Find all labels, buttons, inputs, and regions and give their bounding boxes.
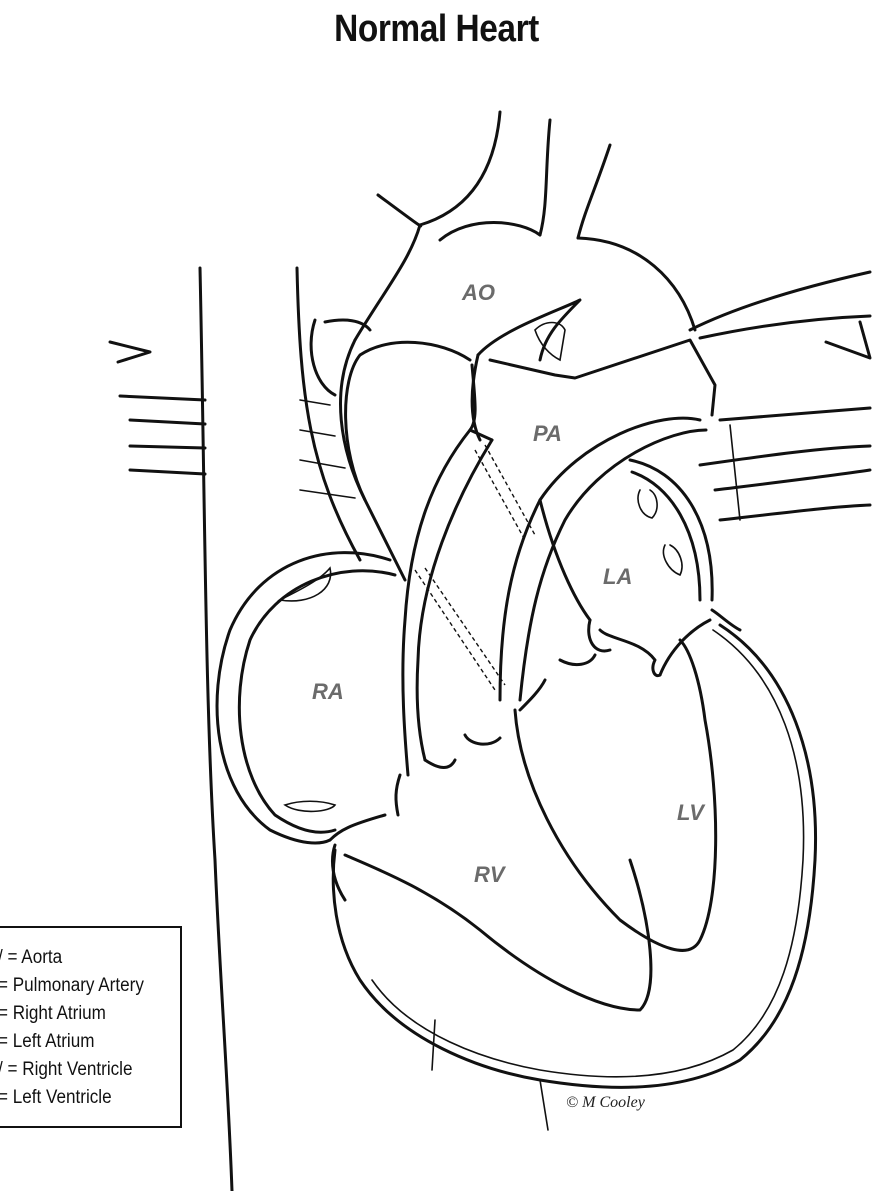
label-ao: AO (461, 280, 495, 305)
right-atrium (215, 551, 397, 845)
legend-item-left-atrium: = Left Atrium (0, 1031, 95, 1052)
label-lv: LV (677, 800, 706, 825)
right-vessels (688, 270, 872, 522)
legend-item-aorta: / = Aorta (0, 947, 63, 968)
credit-text: © M Cooley (566, 1094, 645, 1111)
legend-item-pulmonary-artery: = Pulmonary Artery (0, 975, 144, 996)
ventricles (331, 623, 818, 1131)
pulmonary-artery (470, 298, 717, 442)
mitral-valve (518, 608, 742, 712)
left-vessels (108, 340, 356, 499)
legend-item-left-ventricle: = Left Ventricle (0, 1087, 112, 1108)
label-ra: RA (312, 679, 344, 704)
label-rv: RV (474, 862, 507, 887)
label-pa: PA (533, 421, 562, 446)
legend-box: / = Aorta = Pulmonary Artery = Right Atr… (0, 926, 182, 1128)
left-atrium (538, 458, 714, 653)
legend-item-right-atrium: = Right Atrium (0, 1003, 106, 1024)
label-la: LA (603, 564, 632, 589)
superior-vena-cava (198, 266, 362, 1191)
diagram-title: Normal Heart (334, 8, 539, 50)
aorta (339, 110, 697, 502)
legend-item-right-ventricle: / = Right Ventricle (0, 1059, 133, 1080)
svc-curve (309, 318, 494, 582)
